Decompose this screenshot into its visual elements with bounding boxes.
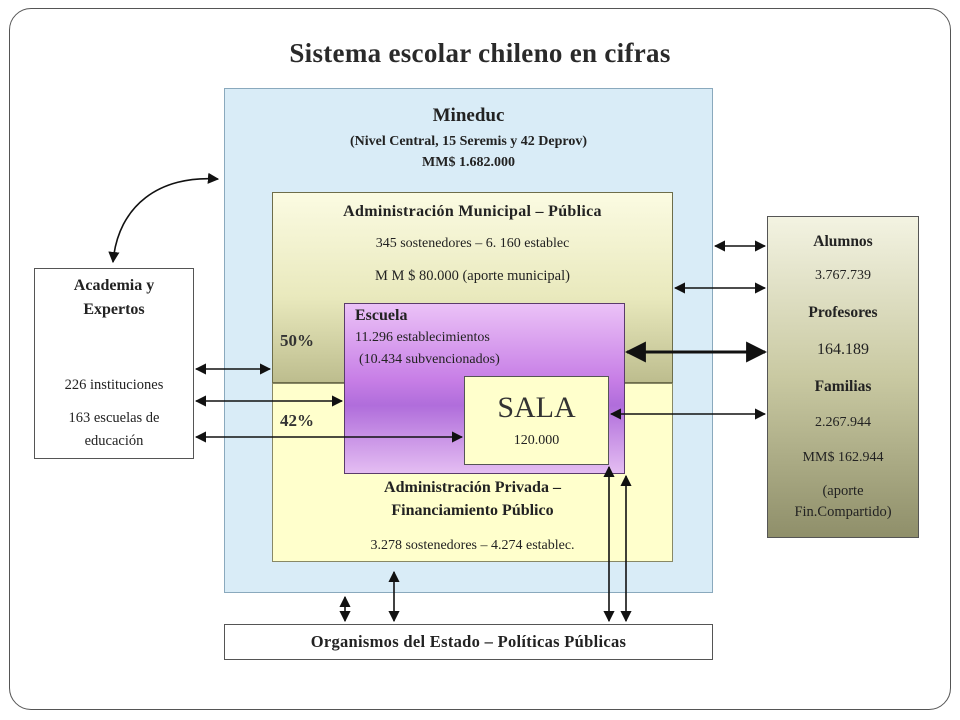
escuela-line1: 11.296 establecimientos <box>355 330 490 345</box>
municipal-line1: 345 sostenedores – 6. 160 establec <box>375 236 570 251</box>
mineduc-name: Mineduc <box>432 105 505 126</box>
alumnos-value: 3.767.739 <box>815 268 871 283</box>
mineduc-detail: (Nivel Central, 15 Seremis y 42 Deprov) <box>349 134 588 149</box>
familias-note-line1: (aporte <box>822 483 864 499</box>
academia-line3: educación <box>84 433 144 449</box>
municipal-name: Administración Municipal – Pública <box>343 203 602 220</box>
privada-percent: 42% <box>280 411 314 430</box>
familias-value: 2.267.944 <box>815 415 871 430</box>
organismos-name: Organismos del Estado – Políticas Públic… <box>310 632 627 651</box>
arrow-academia-mineduc <box>108 172 220 264</box>
alumnos-label: Alumnos <box>813 233 873 250</box>
municipal-line2: M M $ 80.000 (aporte municipal) <box>375 268 570 284</box>
escuela-name: Escuela <box>355 307 408 324</box>
mineduc-budget: MM$ 1.682.000 <box>422 155 515 170</box>
familias-label: Familias <box>814 378 872 395</box>
privada-line1: 3.278 sostenedores – 4.274 establec. <box>370 538 575 553</box>
sala-box: SALA 120.000 <box>464 376 609 465</box>
academia-line1: 226 instituciones <box>64 377 164 393</box>
profesores-value: 164.189 <box>817 341 869 358</box>
academia-line2: 163 escuelas de <box>68 410 160 426</box>
academia-name-line1: Academia y <box>73 277 155 294</box>
organismos-box: Organismos del Estado – Políticas Públic… <box>224 624 713 660</box>
escuela-line2: (10.434 subvencionados) <box>359 352 500 367</box>
profesores-label: Profesores <box>808 304 878 321</box>
municipal-percent: 50% <box>280 331 314 350</box>
academia-name-line2: Expertos <box>83 301 145 318</box>
page-title: Sistema escolar chileno en cifras <box>289 38 671 68</box>
privada-name-line1: Administración Privada – <box>384 479 561 496</box>
sala-count: 120.000 <box>513 433 560 448</box>
sala-name: SALA <box>497 391 576 424</box>
familias-budget: MM$ 162.944 <box>802 450 884 465</box>
actores-box: Alumnos 3.767.739 Profesores 164.189 Fam… <box>767 216 919 538</box>
slide-frame <box>9 8 951 710</box>
academia-box: Academia y Expertos 226 instituciones 16… <box>34 268 194 459</box>
familias-note-line2: Fin.Compartido) <box>794 504 892 520</box>
privada-name-line2: Financiamiento Público <box>391 502 554 519</box>
